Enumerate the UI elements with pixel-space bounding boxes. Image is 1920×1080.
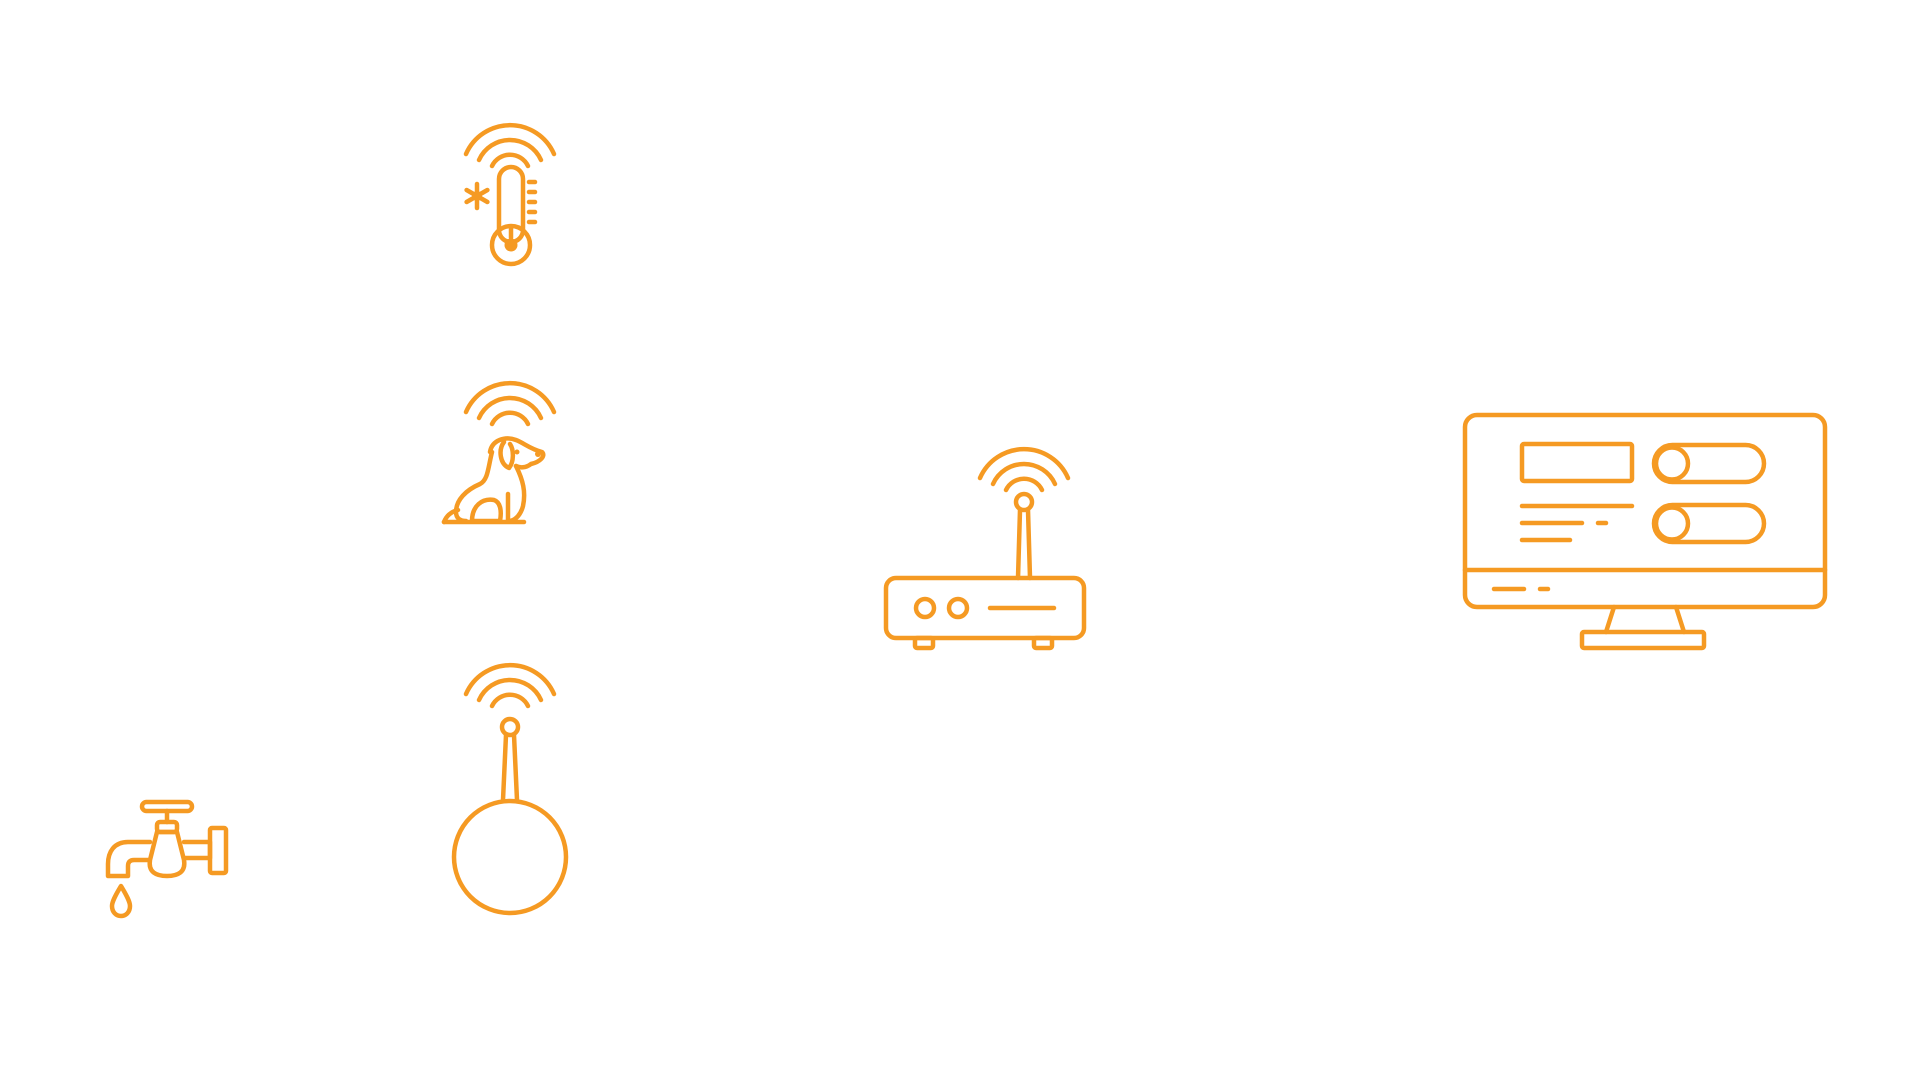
snowflake-icon bbox=[464, 181, 490, 211]
faucet-icon bbox=[105, 799, 229, 919]
wifi-signal-icon bbox=[463, 122, 557, 169]
text-lines-icon bbox=[1519, 503, 1635, 543]
water-leak-sensor-icon bbox=[451, 662, 569, 916]
thermostat-sensor-icon bbox=[463, 122, 557, 267]
wifi-signal-icon bbox=[977, 446, 1071, 493]
toggle-switch-icon bbox=[1651, 502, 1767, 545]
wifi-signal-icon bbox=[463, 380, 557, 427]
pet-sensor-icon bbox=[441, 380, 557, 525]
temperature-scale bbox=[526, 179, 538, 225]
dashboard-monitor-icon bbox=[1462, 412, 1828, 651]
wifi-signal-icon bbox=[463, 662, 557, 709]
dog-icon bbox=[441, 436, 546, 525]
wifi-router-icon bbox=[883, 446, 1087, 651]
toggle-switch-icon bbox=[1651, 442, 1767, 485]
